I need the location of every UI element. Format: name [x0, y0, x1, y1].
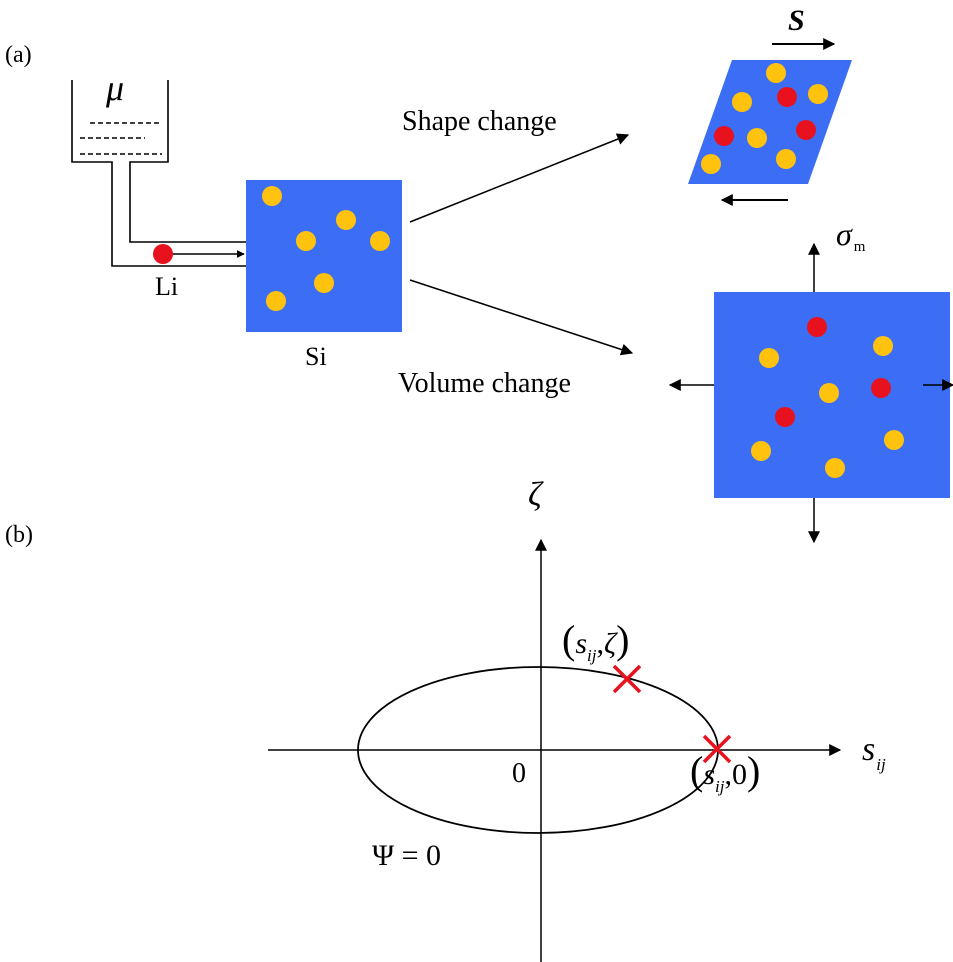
mean-stress-arrows — [668, 242, 953, 544]
axis-point-label: (sij,0) — [690, 748, 760, 796]
li-label: Li — [155, 272, 178, 301]
sheared-block-atoms — [701, 63, 828, 174]
zeta-axis-label: ζ — [528, 476, 544, 513]
upper-point-marker — [612, 664, 642, 694]
axis-point-marker — [702, 734, 732, 764]
si-block-atoms — [262, 186, 390, 311]
li-atom-in-pipe — [153, 244, 173, 264]
shape-change-arrow — [409, 133, 630, 223]
panel-b-label: (b) — [5, 522, 33, 548]
chemical-potential-symbol: μ — [105, 68, 124, 108]
volume-change-arrow — [409, 279, 634, 356]
si-label: Si — [305, 342, 327, 371]
chemical-reservoir — [71, 80, 246, 267]
yield-surface-label: Ψ = 0 — [372, 839, 441, 872]
upper-point-label: (sij,ζ) — [562, 617, 629, 665]
expanded-block-atoms — [751, 317, 904, 478]
volume-change-label: Volume change — [398, 368, 571, 399]
shear-label: S — [788, 4, 805, 37]
panel-a-label: (a) — [5, 42, 32, 68]
shape-change-label: Shape change — [402, 106, 557, 137]
s-axis-label: sij — [862, 731, 886, 774]
origin-label: 0 — [512, 758, 526, 789]
